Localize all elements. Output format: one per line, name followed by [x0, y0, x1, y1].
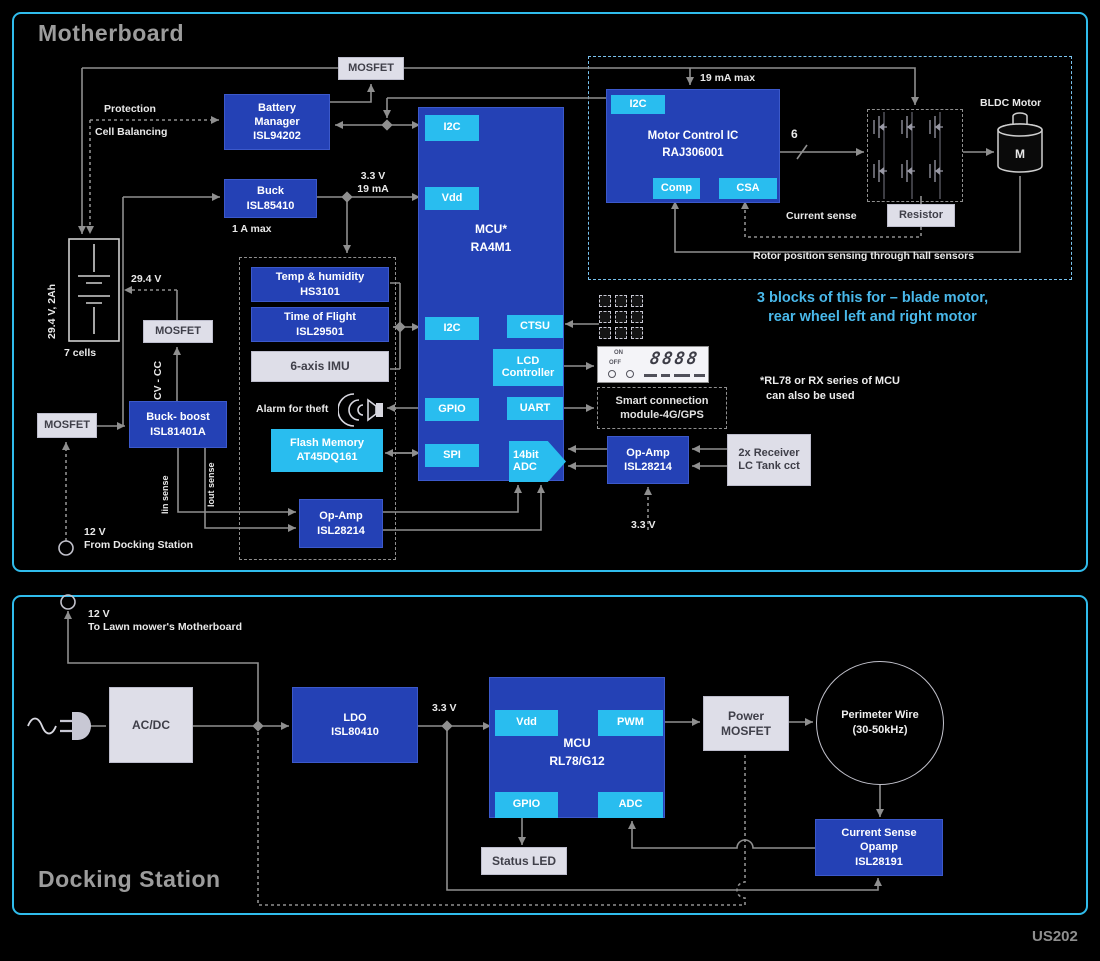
- transistor-bridge-icon: [867, 109, 963, 202]
- port-csa: CSA: [719, 178, 777, 199]
- bldc-motor-label: BLDC Motor: [980, 97, 1042, 109]
- port-pwm: PWM: [598, 710, 663, 736]
- rail-33-label: 3.3 V 19 mA: [357, 170, 389, 196]
- ac-plug-icon: [27, 712, 91, 740]
- cv-cc-label: CV - CC: [152, 360, 164, 400]
- iin-sense-label: Iin sense: [160, 475, 170, 514]
- perimeter-wire-loop: Perimeter Wire (30-50kHz): [816, 661, 944, 785]
- motherboard-title: Motherboard: [38, 20, 185, 46]
- mcu-rl78-block: MCU RL78/G12 Vdd PWM GPIO ADC: [489, 677, 665, 818]
- smart-connection-module: Smart connection module-4G/GPS: [597, 387, 727, 429]
- resistor-block: Resistor: [887, 204, 955, 227]
- speaker-icon: [338, 393, 383, 427]
- opamp-sense-block: Op-Amp ISL28214: [299, 499, 383, 548]
- lcd-display-icon: ON OFF 8888: [597, 346, 709, 383]
- port-gpio: GPIO: [425, 398, 479, 421]
- mcu-rl78-label: MCU RL78/G12: [549, 736, 605, 768]
- ldo-block: LDO ISL80410: [292, 687, 418, 763]
- battery-rating-label: 29.4 V, 2Ah: [46, 283, 58, 339]
- motor-icon: M: [997, 112, 1043, 173]
- flash-memory-block: Flash Memory AT45DQ161: [271, 429, 383, 472]
- rotor-sense-label: Rotor position sensing through hall sens…: [753, 250, 975, 262]
- current-sense-opamp-block: Current Sense Opamp ISL28191: [815, 819, 943, 876]
- port-vdd: Vdd: [425, 187, 479, 210]
- cell-balancing-label: Cell Balancing: [95, 126, 168, 138]
- port-motor-i2c: I2C: [611, 95, 665, 114]
- port-dock-adc: ADC: [598, 792, 663, 818]
- motherboard-panel: [12, 12, 1088, 572]
- receiver-tank-block: 2x Receiver LC Tank cct: [727, 434, 811, 486]
- mosfet-battery-block: MOSFET: [143, 320, 213, 343]
- battery-manager-block: Battery Manager ISL94202: [224, 94, 330, 150]
- protection-label: Protection: [104, 103, 156, 115]
- current-sense-label: Current sense: [786, 210, 857, 222]
- mosfet-top-block: MOSFET: [338, 57, 404, 80]
- battery-voltage-label: 29.4 V: [131, 273, 162, 285]
- dock-in-label: 12 V From Docking Station: [84, 526, 194, 552]
- docking-station-title: Docking Station: [38, 866, 221, 892]
- figure-code: US202: [1032, 928, 1078, 945]
- status-led-block: Status LED: [481, 847, 567, 875]
- buck-max-label: 1 A max: [232, 223, 272, 235]
- dock-rail-label: 3.3 V: [432, 702, 457, 714]
- three-blocks-note: 3 blocks of this for – blade motor, rear…: [756, 290, 989, 325]
- docking-station-panel: [12, 595, 1088, 915]
- touch-keypad-icon: [599, 295, 643, 339]
- dock-out-label: 12 V To Lawn mower's Motherboard: [88, 608, 242, 634]
- mcu-ra4m1-block: MCU* RA4M1 I2C Vdd I2C GPIO SPI CTSU LCD…: [418, 107, 566, 482]
- motor-current-label: 19 mA max: [700, 72, 756, 84]
- iout-sense-label: Iout sense: [206, 462, 216, 507]
- mcu-footnote: *RL78 or RX series of MCU can also be us…: [760, 375, 900, 403]
- mcu-ra4m1-label: MCU* RA4M1: [470, 222, 512, 254]
- port-i2c-top: I2C: [425, 115, 479, 141]
- buck-boost-block: Buck- boost ISL81401A: [129, 401, 227, 448]
- time-of-flight-block: Time of Flight ISL29501: [251, 307, 389, 342]
- opamp-supply-label: 3.3 V: [631, 519, 656, 531]
- battery-cells-label: 7 cells: [64, 347, 97, 359]
- port-dock-vdd: Vdd: [495, 710, 558, 736]
- temp-humidity-block: Temp & humidity HS3101: [251, 267, 389, 302]
- mosfet-input-block: MOSFET: [37, 413, 97, 438]
- motor-control-ic-block: I2C Motor Control IC RAJ306001 Comp CSA: [606, 89, 780, 203]
- motor-ic-label: Motor Control IC RAJ306001: [647, 130, 739, 160]
- battery-icon: [68, 238, 120, 342]
- port-dock-gpio: GPIO: [495, 792, 558, 818]
- port-spi: SPI: [425, 444, 479, 467]
- alarm-label: Alarm for theft: [256, 403, 329, 415]
- imu-block: 6-axis IMU: [251, 351, 389, 382]
- motor-subsystem-box: [588, 56, 1072, 280]
- opamp-receiver-block: Op-Amp ISL28214: [607, 436, 689, 484]
- power-mosfet-block: Power MOSFET: [703, 696, 789, 751]
- acdc-block: AC/DC: [109, 687, 193, 763]
- port-uart: UART: [507, 397, 563, 420]
- phase-count-label: 6: [791, 127, 798, 141]
- svg-text:M: M: [1015, 147, 1025, 161]
- port-ctsu: CTSU: [507, 315, 563, 338]
- buck-block: Buck ISL85410: [224, 179, 317, 218]
- port-comp: Comp: [653, 178, 700, 199]
- port-i2c-sensors: I2C: [425, 317, 479, 340]
